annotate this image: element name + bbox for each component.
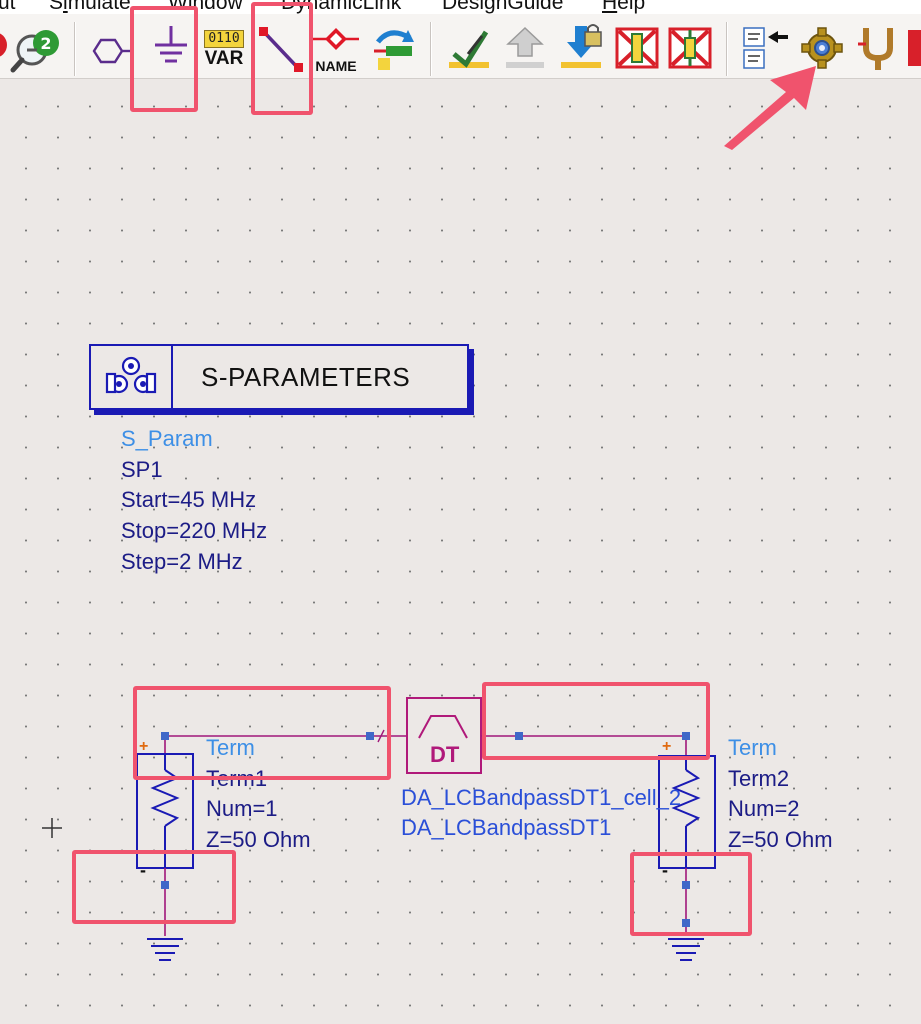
name-icon[interactable]: NAME (313, 26, 359, 75)
annotation-arrow (724, 66, 816, 150)
dt-instance-label: DA_LCBandpassDT1_cell_2 (401, 785, 682, 810)
sp-title: S-PARAMETERS (201, 362, 411, 392)
menu-window[interactable]: Window (168, 0, 243, 14)
term2-symbol[interactable] (658, 732, 716, 961)
sp-start-label: Start=45 MHz (121, 487, 257, 512)
stop-icon[interactable] (0, 30, 8, 60)
gear-cluster-icon (105, 356, 157, 394)
sp-type-label: S_Param (121, 426, 213, 451)
ground-icon[interactable] (149, 24, 193, 70)
sp-name-label: SP1 (121, 457, 163, 482)
deactivate-icon[interactable] (614, 26, 660, 70)
menu-layout[interactable]: ut (0, 0, 16, 14)
svg-text:2: 2 (40, 34, 51, 53)
var-icon[interactable]: 0110 VAR (204, 30, 244, 70)
sparameters-controller[interactable]: S-PARAMETERS (89, 344, 469, 410)
highlight-ground-tool (130, 6, 198, 112)
cursor-crosshair (42, 818, 62, 838)
term2-z-label: Z=50 Ohm (728, 827, 833, 852)
deactivate-short-icon[interactable] (667, 26, 713, 70)
term1-plus: + (139, 738, 149, 755)
simulate-gear-icon[interactable] (798, 26, 846, 70)
name-icon-label: NAME (315, 58, 357, 74)
tuning-fork-icon[interactable] (856, 24, 900, 72)
term1-num-label: Num=1 (206, 796, 278, 821)
push-up-icon[interactable] (502, 24, 548, 72)
menu-designguide[interactable]: DesignGuide (442, 0, 564, 14)
next-icon[interactable] (905, 24, 921, 72)
toolbar: 2 0110 VAR NAME (0, 14, 921, 79)
node-name-icon (313, 28, 359, 50)
dt-name-label: DA_LCBandpassDT1 (401, 815, 612, 840)
highlight-term2-ground (630, 852, 752, 936)
sp-stop-label: Stop=220 MHz (121, 518, 268, 543)
port-icon[interactable] (90, 36, 130, 66)
term1-minus: - (140, 860, 146, 880)
edit-component-icon[interactable] (446, 24, 492, 72)
term1-type-label: Term (206, 735, 255, 760)
highlight-term1-ground (72, 850, 236, 924)
schematic-canvas[interactable] (0, 79, 921, 1024)
push-down-lock-icon[interactable] (557, 22, 605, 72)
term1-symbol[interactable] (136, 732, 374, 961)
term1-z-label: Z=50 Ohm (206, 827, 311, 852)
highlight-term2-wire (482, 682, 710, 760)
term2-type-label: Term (728, 735, 777, 760)
term2-name-label: Term2 (728, 766, 790, 791)
netlist-icon[interactable] (742, 26, 788, 70)
var-icon-label: VAR (204, 48, 244, 69)
term2-minus: - (662, 860, 668, 880)
menu-help[interactable]: Help (602, 0, 646, 14)
term2-plus: + (662, 738, 672, 755)
pin-rotate-icon[interactable] (370, 24, 416, 74)
dt-bandpass-symbol[interactable] (374, 697, 686, 774)
menu-bar: ut Simulate Window DynamicLink DesignGui… (0, 0, 921, 14)
highlight-term1-wire (133, 686, 391, 780)
sp-divider (171, 346, 173, 408)
highlight-wire-tool (251, 2, 313, 115)
var-icon-digits: 0110 (204, 30, 244, 48)
dt-label: DT (430, 742, 460, 767)
zoom-icon[interactable]: 2 (10, 26, 64, 74)
term2-num-label: Num=2 (728, 796, 800, 821)
wire-icon[interactable] (256, 24, 306, 76)
sp-step-label: Step=2 MHz (121, 549, 243, 574)
menu-simulate[interactable]: Simulate (49, 0, 131, 14)
